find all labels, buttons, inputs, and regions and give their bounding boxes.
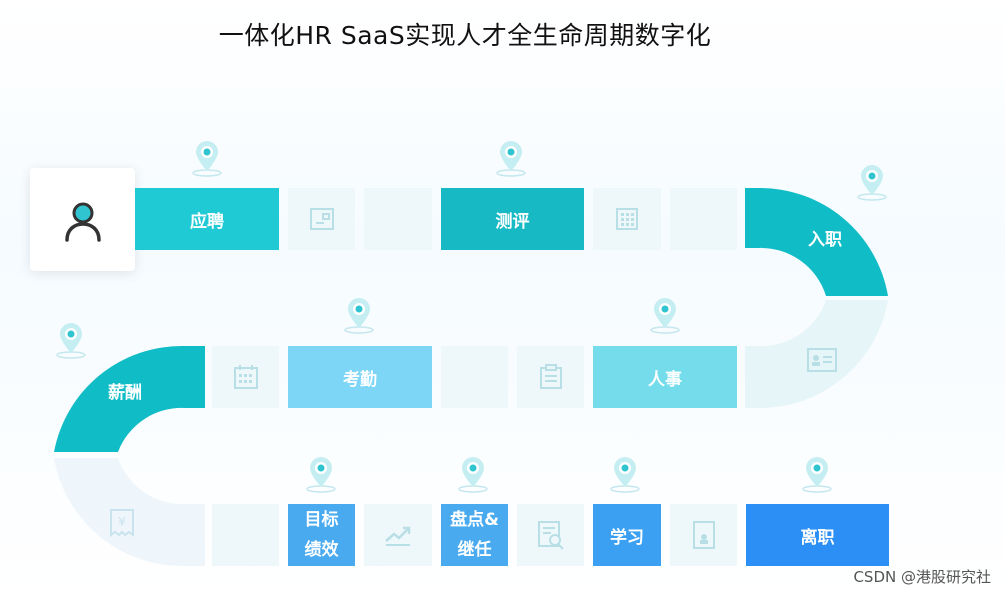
step-onboarding: 入职 <box>808 229 842 250</box>
document-icon <box>309 208 334 230</box>
curve-onboarding <box>745 187 888 296</box>
step-personnel: 人事 <box>593 346 737 408</box>
step-attendance: 考勤 <box>288 346 432 408</box>
search-doc-icon <box>537 521 564 550</box>
step-goals: 目标 绩效 <box>288 504 355 566</box>
clipboard-icon <box>539 364 562 389</box>
receipt-icon: ¥ <box>108 508 136 542</box>
tile-empty <box>364 188 432 250</box>
tile-calendar <box>212 346 279 408</box>
location-pin-icon <box>857 165 887 201</box>
curve-right-light <box>745 300 888 409</box>
avatar-card <box>30 168 135 271</box>
step-inventory-line2: 继任 <box>457 540 492 560</box>
tile-trend <box>364 504 432 566</box>
step-resignation: 离职 <box>746 504 889 566</box>
location-pin-icon <box>458 457 488 493</box>
tile-grid <box>593 188 661 250</box>
tile-empty <box>212 504 279 566</box>
person-icon <box>64 202 101 242</box>
tile-portrait <box>670 504 737 566</box>
curve-salary <box>54 345 205 452</box>
watermark: CSDN @港股研究社 <box>853 568 991 586</box>
location-pin-icon <box>344 298 374 334</box>
step-inventory: 盘点& 继任 <box>441 504 508 566</box>
tile-empty <box>441 346 508 408</box>
location-pin-icon <box>192 141 222 177</box>
id-card-icon <box>806 347 838 377</box>
trend-icon <box>385 526 411 546</box>
step-assessment: 测评 <box>441 188 584 250</box>
tile-empty <box>670 188 737 250</box>
page-title: 一体化HR SaaS实现人才全生命周期数字化 <box>218 21 712 50</box>
location-pin-icon <box>650 298 680 334</box>
step-goals-line2: 绩效 <box>304 540 339 560</box>
location-pin-icon <box>496 141 526 177</box>
portrait-icon <box>692 521 715 549</box>
svg-text:¥: ¥ <box>118 515 126 529</box>
step-goals-line1: 目标 <box>304 510 339 530</box>
location-pin-icon <box>306 457 336 493</box>
step-recruit: 应聘 <box>135 188 279 250</box>
location-pin-icon <box>802 457 832 493</box>
calendar-icon <box>233 365 258 389</box>
location-pin-icon <box>610 457 640 493</box>
step-learning: 学习 <box>593 504 661 566</box>
step-salary: 薪酬 <box>108 382 142 403</box>
tile-clipboard <box>517 346 584 408</box>
tile-search-doc <box>517 504 584 566</box>
location-pin-icon <box>56 323 86 359</box>
grid-icon <box>616 208 638 230</box>
curve-left-light <box>54 458 205 567</box>
tile-document <box>288 188 355 250</box>
step-inventory-line1: 盘点& <box>450 510 499 530</box>
